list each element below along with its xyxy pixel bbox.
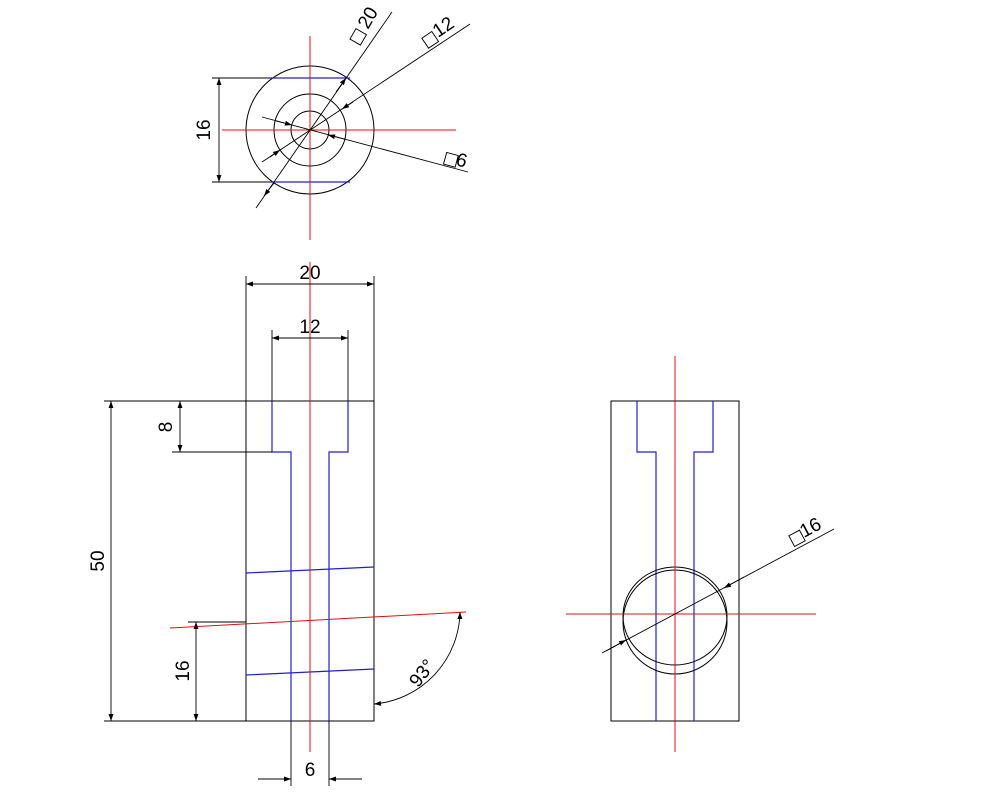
leader-dia-12 <box>261 23 471 163</box>
front-view: 20 12 8 50 16 93° 6 <box>88 262 467 786</box>
hidden-counterbore-right <box>328 401 349 721</box>
arrow-dia-20 <box>335 77 347 93</box>
dia-symbol: □ <box>441 148 462 171</box>
dim-text-20: 20 <box>299 263 320 284</box>
hidden-counterbore-right <box>693 401 714 721</box>
leader-dia-6 <box>261 116 469 173</box>
front-center-angled <box>169 611 467 629</box>
dim-text-16-top: 16 <box>194 119 215 140</box>
hidden-counterbore-left <box>636 401 657 721</box>
hidden-counterbore-left <box>271 401 292 721</box>
arrow-dia-6 <box>275 120 293 126</box>
leader-dia-20 <box>255 11 393 209</box>
dim-text-50: 50 <box>88 550 109 571</box>
arrow-dia-12 <box>341 101 354 110</box>
side-view: □ 16 <box>566 356 835 752</box>
arrow-dia-16 <box>605 639 627 652</box>
arrow-dia-16 <box>723 576 745 589</box>
dim-text-6: 6 <box>305 760 316 781</box>
arrow-dia-6 <box>327 134 345 140</box>
dim-text-angle: 93° <box>406 656 440 692</box>
dim-text-12: 12 <box>299 317 320 338</box>
top-view: 16 □ 20 □ 12 □ 6 <box>194 4 471 240</box>
leader-dia-16 <box>601 528 835 654</box>
dim-text-16-front: 16 <box>173 660 194 681</box>
dim-text-8: 8 <box>156 422 177 433</box>
dim-text-dia-6: 6 <box>454 150 470 173</box>
dim-arc-angle <box>373 611 463 706</box>
arrow-dia-12 <box>269 149 281 158</box>
arrow-dia-20 <box>263 182 275 197</box>
